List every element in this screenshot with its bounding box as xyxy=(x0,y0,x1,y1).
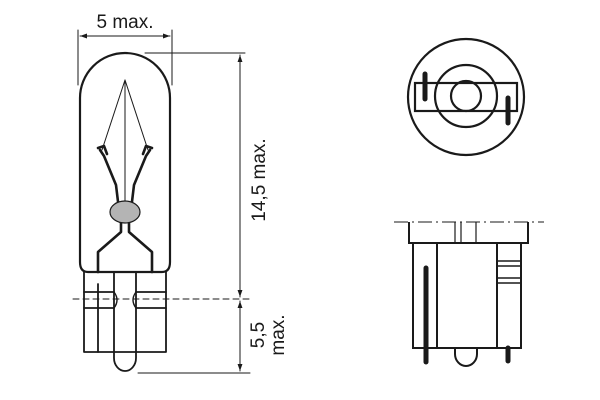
filament xyxy=(101,79,149,206)
filament-bead xyxy=(109,200,141,224)
width-dimension xyxy=(77,29,173,86)
base-detail-view xyxy=(394,221,544,367)
side-view xyxy=(72,29,251,374)
width-label: 5 max. xyxy=(96,12,153,33)
wedge-base xyxy=(83,271,167,372)
lead-wires xyxy=(96,144,154,274)
glass-envelope xyxy=(78,51,172,274)
base-height-label-line1: 5,5 xyxy=(248,322,269,348)
glass-height-label: 14,5 max. xyxy=(249,138,270,221)
base-height-label-line2: max. xyxy=(268,314,289,355)
top-view xyxy=(406,37,526,157)
